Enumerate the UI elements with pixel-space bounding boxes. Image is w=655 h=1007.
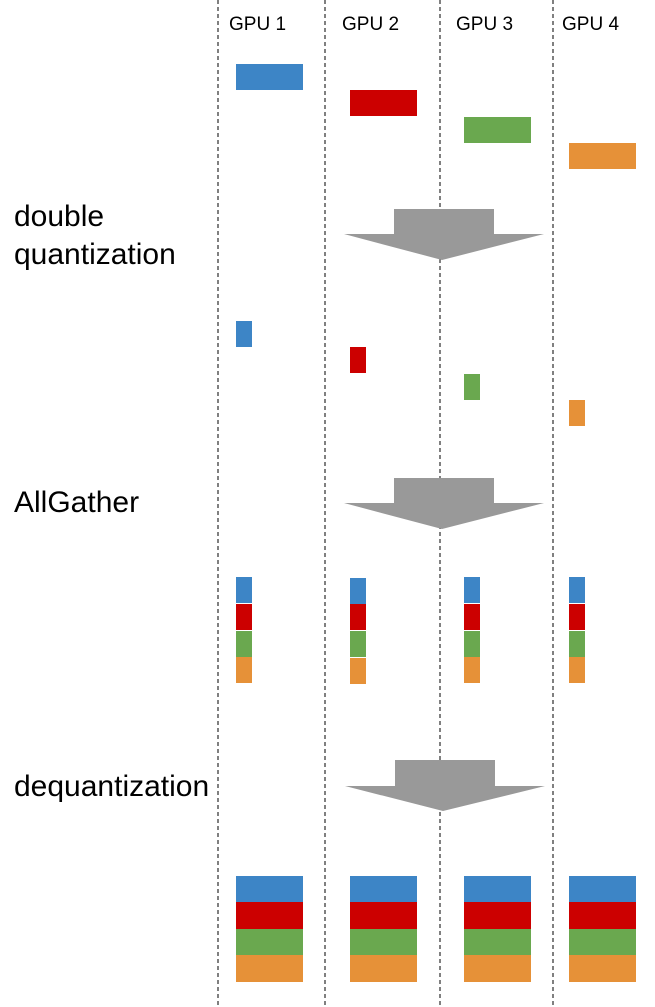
quantized-block-red <box>236 604 252 630</box>
down-arrow-allgather <box>344 478 544 529</box>
gpu2-full-stack <box>350 876 417 982</box>
gpu3-quantized-block <box>464 374 480 400</box>
full-block-red <box>569 902 636 929</box>
gpu3-full-stack <box>464 876 531 982</box>
gpu-3-label: GPU 3 <box>456 14 514 35</box>
gpu4-gathered-stack <box>569 577 585 683</box>
stage-quantized-blocks <box>236 321 585 426</box>
stage-original-blocks <box>236 64 636 169</box>
gpu3-full-block <box>464 117 531 143</box>
quantized-block-blue <box>569 577 585 603</box>
quantized-block-green <box>569 631 585 657</box>
quantized-block-red <box>569 604 585 630</box>
gpu-2-label: GPU 2 <box>342 14 400 35</box>
gpu-4-label: GPU 4 <box>562 14 620 35</box>
quantized-block-green <box>236 631 252 657</box>
gpu2-full-block <box>350 90 417 116</box>
full-block-red <box>236 902 303 929</box>
full-block-blue <box>350 876 417 902</box>
quantized-block-blue <box>350 578 366 604</box>
quantized-block-blue <box>464 577 480 603</box>
gpu2-quantized-block <box>350 347 366 373</box>
double-quantization-label-line1: double <box>14 200 105 233</box>
quantized-block-green <box>350 631 366 657</box>
quantized-block-red <box>464 604 480 630</box>
gpu4-full-stack <box>569 876 636 982</box>
full-block-orange <box>236 955 303 982</box>
double-quantization-label-line2: quantization <box>14 238 176 271</box>
full-block-green <box>464 929 531 955</box>
gpu1-gathered-stack <box>236 577 252 683</box>
stage-gathered-stacks <box>236 577 585 684</box>
down-arrow-double-quantization <box>344 209 544 260</box>
gpu2-gathered-stack <box>350 578 366 684</box>
full-block-blue <box>236 876 303 902</box>
dequantization-label: dequantization <box>14 770 210 803</box>
gpu3-gathered-stack <box>464 577 480 683</box>
full-block-orange <box>569 955 636 982</box>
quantized-block-orange <box>464 657 480 683</box>
full-block-green <box>350 929 417 955</box>
full-block-red <box>350 902 417 929</box>
quantized-block-orange <box>350 658 366 684</box>
gpu4-quantized-block <box>569 400 585 426</box>
gpu1-full-stack <box>236 876 303 982</box>
full-block-red <box>464 902 531 929</box>
full-block-blue <box>569 876 636 902</box>
gpu1-full-block <box>236 64 303 90</box>
gpu1-quantized-block <box>236 321 252 347</box>
quantized-block-green <box>464 631 480 657</box>
quantized-block-orange <box>236 657 252 683</box>
allgather-label: AllGather <box>14 486 140 519</box>
quantized-block-red <box>350 604 366 630</box>
full-block-green <box>569 929 636 955</box>
quantized-block-blue <box>236 577 252 603</box>
quantized-block-orange <box>569 657 585 683</box>
full-block-green <box>236 929 303 955</box>
gpu4-full-block <box>569 143 636 169</box>
gpu-1-label: GPU 1 <box>229 14 287 35</box>
full-block-blue <box>464 876 531 902</box>
full-block-orange <box>464 955 531 982</box>
stage-dequantized-stacks <box>236 876 636 982</box>
down-arrow-dequantization <box>345 760 545 811</box>
full-block-orange <box>350 955 417 982</box>
